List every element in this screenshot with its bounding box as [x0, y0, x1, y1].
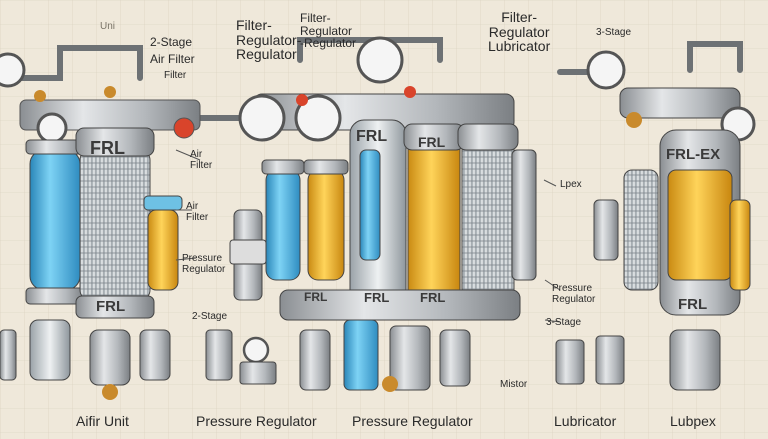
label-uni: Uni — [100, 21, 116, 32]
caption-lubricator: Lubricator — [554, 413, 617, 429]
lubricator-assembly — [555, 50, 626, 385]
central-frl-assembly — [238, 36, 537, 392]
label-fr1-line-2: Regulator- — [236, 31, 302, 48]
unit-tag-frl-7: FRL — [304, 290, 328, 304]
air-unit-assembly — [0, 52, 201, 400]
label-frl-line-1: Filter- — [501, 9, 538, 25]
label-lpex: Lpex — [560, 179, 582, 190]
unit-tag-frl-3: FRL — [356, 128, 388, 145]
frlex-assembly — [619, 87, 756, 391]
label-air-filter-2-line-2: Filter — [186, 211, 209, 223]
unit-tag-frl-2: FRL — [96, 298, 126, 315]
label-filter-regulator-lubricator: Filter- Regulator Lubricator — [488, 10, 550, 54]
label-fr2-line-1: Filter- — [300, 11, 331, 25]
caption-air-unit: Aifir Unit — [76, 413, 129, 429]
label-air-filter-1-line-1: Air — [190, 149, 203, 160]
label-pr-right-line-2: Regulator — [552, 293, 596, 305]
label-fr2-line-2: Regulator — [300, 23, 353, 38]
unit-tag-frlex: FRL-EX — [666, 146, 721, 163]
label-pr-right-line-1: Pressure — [552, 283, 593, 294]
small-regulator-assembly — [205, 209, 277, 385]
label-3-stage-bottom: 3-Stage — [546, 317, 582, 328]
label-fr1-line-3: Regulator — [236, 46, 297, 63]
label-filter-regulator-1: Filter- Regulator- Regulator — [236, 18, 301, 62]
caption-lubpex: Lubpex — [670, 413, 716, 429]
label-2-stage-line-3: Filter — [164, 70, 187, 82]
unit-tag-frl-8: FRL — [678, 296, 708, 313]
label-2-stage-line-2: Air Filter — [150, 51, 195, 66]
label-pr-mid-line-1: Pressure — [182, 253, 223, 264]
label-air-filter-2: Air Filter — [186, 201, 209, 223]
label-frl-line-3: Lubricator — [488, 38, 551, 55]
label-pressure-regulator-right: Pressure Regulator — [552, 283, 596, 305]
label-air-filter-1: Air Filter — [190, 149, 213, 171]
label-2-stage-bottom: 2-Stage — [192, 311, 228, 322]
label-fr1-line-1: Filter- — [236, 17, 272, 33]
label-air-filter-1-line-2: Filter — [190, 159, 213, 171]
label-frl-line-2: Regulator — [488, 23, 550, 40]
label-3-stage-top: 3-Stage — [596, 27, 632, 38]
label-filter-regulator-2: Filter- Regulator -Regulator — [300, 12, 356, 50]
label-2-stage-air-filter: 2-Stage Air Filter Filter — [150, 36, 195, 82]
unit-tag-frl-5: FRL — [364, 290, 390, 305]
label-pressure-regulator-mid: Pressure Regulator — [182, 253, 226, 275]
caption-pressure-regulator-large: Pressure Regulator — [352, 413, 473, 429]
label-air-filter-2-line-1: Air — [186, 201, 199, 212]
unit-tag-frl-4: FRL — [418, 134, 446, 150]
label-2-stage-line-1: 2-Stage — [150, 35, 193, 49]
label-fr2-line-3: -Regulator — [300, 36, 357, 51]
label-pr-mid-line-2: Regulator — [182, 263, 226, 275]
caption-pressure-regulator-small: Pressure Regulator — [196, 413, 317, 429]
unit-tag-frl-6: FRL — [420, 290, 446, 305]
unit-tag-frl-1: FRL — [90, 138, 125, 158]
label-mistor: Mistor — [500, 379, 528, 390]
